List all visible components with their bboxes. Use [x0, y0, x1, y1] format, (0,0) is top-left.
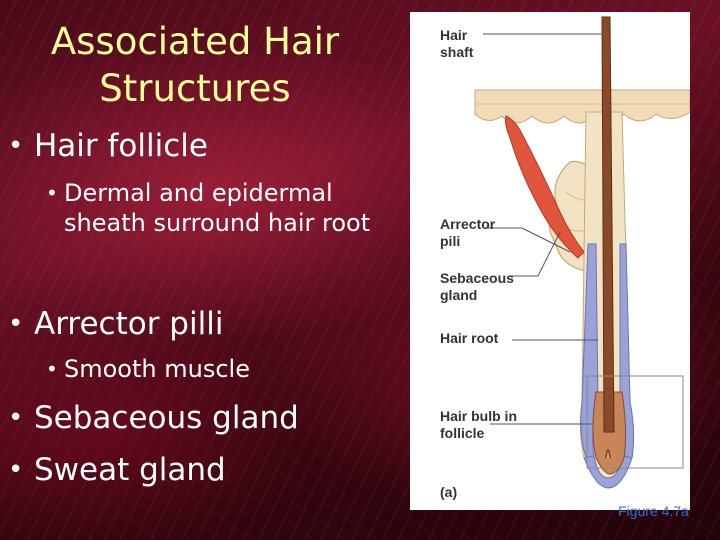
label-hair-shaft-text: Hair shaft	[440, 27, 474, 60]
label-arrector-pili: Arrector pili	[440, 216, 510, 250]
label-hair-bulb-text: Hair bulb in follicle	[440, 408, 517, 441]
slide-title: Associated Hair Structures	[50, 20, 340, 110]
label-hair-shaft: Hair shaft	[440, 27, 485, 61]
label-hair-bulb: Hair bulb in follicle	[440, 408, 520, 442]
label-sebaceous-gland-text: Sebaceous gland	[440, 270, 514, 303]
sub-bullet-sheath: Dermal and epidermal sheath surround hai…	[46, 178, 394, 238]
bullet-sweat-gland: Sweat gland	[8, 450, 226, 490]
label-arrector-pili-text: Arrector pili	[440, 216, 496, 249]
hair-anatomy-figure: Hair shaft Arrector pili Sebaceous gland…	[410, 12, 690, 510]
bullet-arrector-pilli: Arrector pilli	[8, 304, 223, 344]
sub-bullet-smooth-muscle: Smooth muscle	[46, 354, 250, 384]
hair-anatomy-illustration	[474, 16, 690, 510]
label-sebaceous-gland: Sebaceous gland	[440, 270, 535, 304]
figure-caption: Figure 4.7a	[618, 503, 689, 519]
bullet-sebaceous-gland: Sebaceous gland	[8, 398, 299, 438]
bullet-hair-follicle: Hair follicle	[8, 126, 208, 166]
label-panel-a: (a)	[440, 484, 458, 500]
label-hair-root: Hair root	[440, 330, 499, 346]
